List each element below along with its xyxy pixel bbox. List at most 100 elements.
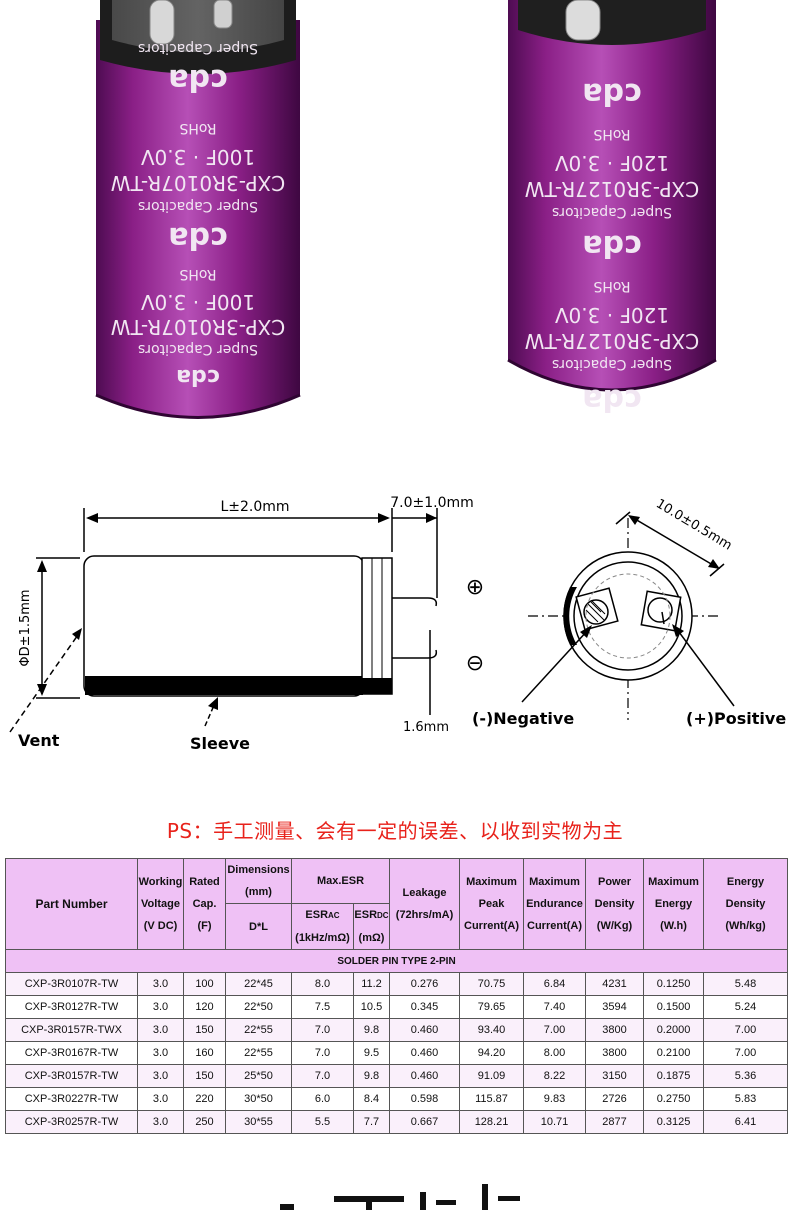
cell-endurance-current: 7.00: [523, 1018, 587, 1042]
header-esr-ac: ESRAC (1kHz/mΩ): [291, 903, 354, 950]
cell-part-number: CXP-3R0127R-TW: [5, 995, 138, 1019]
header-text-line: (1kHz/mΩ): [295, 932, 350, 944]
cell-power-density: 4231: [585, 972, 645, 996]
header-text-line: Density: [594, 898, 635, 910]
capacitor-side-view: [83, 555, 438, 697]
left-series-bottom: Super Capacitors: [138, 40, 258, 56]
cell-capacitance: 250: [183, 1110, 226, 1134]
cell-peak-current: 115.87: [459, 1087, 525, 1111]
left-rohs-mid: RoHS: [179, 120, 216, 136]
cell-part-number: CXP-3R0167R-TW: [5, 1041, 138, 1065]
cell-energy-density: 7.00: [703, 1041, 789, 1065]
header-text-line: Power: [598, 876, 632, 888]
header-text-line: (72hrs/mA): [395, 909, 454, 921]
header-power-density: Power Density (W/Kg): [585, 858, 645, 950]
header-max-endurance-current: Maximum Endurance Current(A): [523, 858, 587, 950]
header-dimensions-sub: D*L: [225, 903, 292, 950]
left-rating-top: 100F · 3.0V: [141, 290, 256, 314]
vent-label: Vent: [18, 731, 60, 750]
cell-leakage: 0.460: [389, 1018, 461, 1042]
right-rating-mid: 120F · 3.0V: [555, 151, 670, 175]
cell-esr-dc: 7.7: [352, 1110, 391, 1134]
header-leakage: Leakage (72hrs/mA): [389, 858, 461, 950]
cell-leakage: 0.460: [389, 1041, 461, 1065]
measurement-note: PS：手工测量、会有一定的误差、以收到实物为主: [166, 819, 624, 843]
header-text-line: Current(A): [464, 920, 520, 932]
negative-label: (-)Negative: [472, 709, 574, 728]
cell-power-density: 3594: [585, 995, 645, 1019]
header-text-line: AC: [328, 911, 340, 920]
right-brand-top: cda: [582, 382, 642, 417]
header-row-1: Part Number Working Voltage (V DC) Rated…: [5, 858, 789, 950]
diameter-label: ΦD±1.5mm: [18, 589, 33, 666]
header-text-line: Energy: [654, 898, 693, 910]
cell-max-energy: 0.1250: [643, 972, 705, 996]
cell-esr-dc: 9.5: [352, 1041, 391, 1065]
length-label: L±2.0mm: [220, 499, 289, 515]
cell-peak-current: 91.09: [459, 1064, 525, 1088]
cell-voltage: 3.0: [137, 1041, 184, 1065]
cell-voltage: 3.0: [137, 1064, 184, 1088]
header-text-line: Dimensions: [227, 864, 290, 876]
cell-voltage: 3.0: [137, 1087, 184, 1111]
cell-power-density: 3800: [585, 1041, 645, 1065]
header-text-line: ESRAC: [293, 905, 353, 928]
cell-esr-dc: 8.4: [352, 1087, 391, 1111]
cell-dimensions: 22*45: [225, 972, 292, 996]
cell-energy-density: 6.41: [703, 1110, 789, 1134]
cell-max-energy: 0.2000: [643, 1018, 705, 1042]
cell-esr-ac: 6.0: [291, 1087, 354, 1111]
pin-length-dimension: [392, 508, 438, 598]
header-text-line: Current(A): [527, 920, 583, 932]
cell-part-number: CXP-3R0227R-TW: [5, 1087, 138, 1111]
cell-capacitance: 220: [183, 1087, 226, 1111]
cell-esr-ac: 7.0: [291, 1041, 354, 1065]
header-part-number: Part Number: [5, 858, 138, 950]
header-text-line: Maximum: [529, 876, 580, 888]
length-dimension: [83, 508, 393, 552]
right-rohs-top: RoHS: [593, 278, 630, 294]
diameter-dimension: [36, 557, 80, 699]
cell-esr-ac: 5.5: [291, 1110, 354, 1134]
cell-esr-dc: 9.8: [352, 1018, 391, 1042]
header-text-line: Maximum: [466, 876, 517, 888]
cell-dimensions: 22*55: [225, 1041, 292, 1065]
right-brand-bottom: cda: [582, 76, 642, 111]
capacitor-top-view: [528, 518, 722, 720]
cell-power-density: 3800: [585, 1018, 645, 1042]
header-text-line: Density: [725, 898, 766, 910]
cell-energy-density: 5.83: [703, 1087, 789, 1111]
cell-energy-density: 5.36: [703, 1064, 789, 1088]
cell-power-density: 2877: [585, 1110, 645, 1134]
left-series-top: Super Capacitors: [138, 341, 258, 357]
group-row: SOLDER PIN TYPE 2-PIN: [4, 949, 789, 973]
header-text-line: DC: [377, 911, 389, 920]
header-text-line: (W.h): [660, 920, 687, 932]
header-text-line: ESR: [354, 909, 378, 921]
header-text-line: (V DC): [143, 920, 178, 932]
cell-esr-dc: 11.2: [352, 972, 391, 996]
cell-esr-ac: 8.0: [291, 972, 354, 996]
vent-arrow: [9, 628, 82, 733]
cell-capacitance: 150: [183, 1064, 226, 1088]
left-model-mid: CXP-3R0107R-TW: [111, 171, 286, 195]
cell-dimensions: 30*50: [225, 1087, 292, 1111]
spec-table: Part Number Working Voltage (V DC) Rated…: [4, 858, 789, 1134]
right-model-mid: CXP-3R0127R-TW: [525, 177, 700, 201]
header-text-line: Maximum: [648, 876, 699, 888]
right-series-top: Super Capacitors: [552, 356, 672, 372]
cell-voltage: 3.0: [137, 995, 184, 1019]
cell-leakage: 0.667: [389, 1110, 461, 1134]
header-text-line: Endurance: [526, 898, 583, 910]
cell-leakage: 0.460: [389, 1064, 461, 1088]
cell-endurance-current: 6.84: [523, 972, 587, 996]
cell-voltage: 3.0: [137, 972, 184, 996]
header-text-line: (W/Kg): [596, 920, 633, 932]
cell-energy-density: 7.00: [703, 1018, 789, 1042]
cell-max-energy: 0.3125: [643, 1110, 705, 1134]
cell-endurance-current: 8.00: [523, 1041, 587, 1065]
